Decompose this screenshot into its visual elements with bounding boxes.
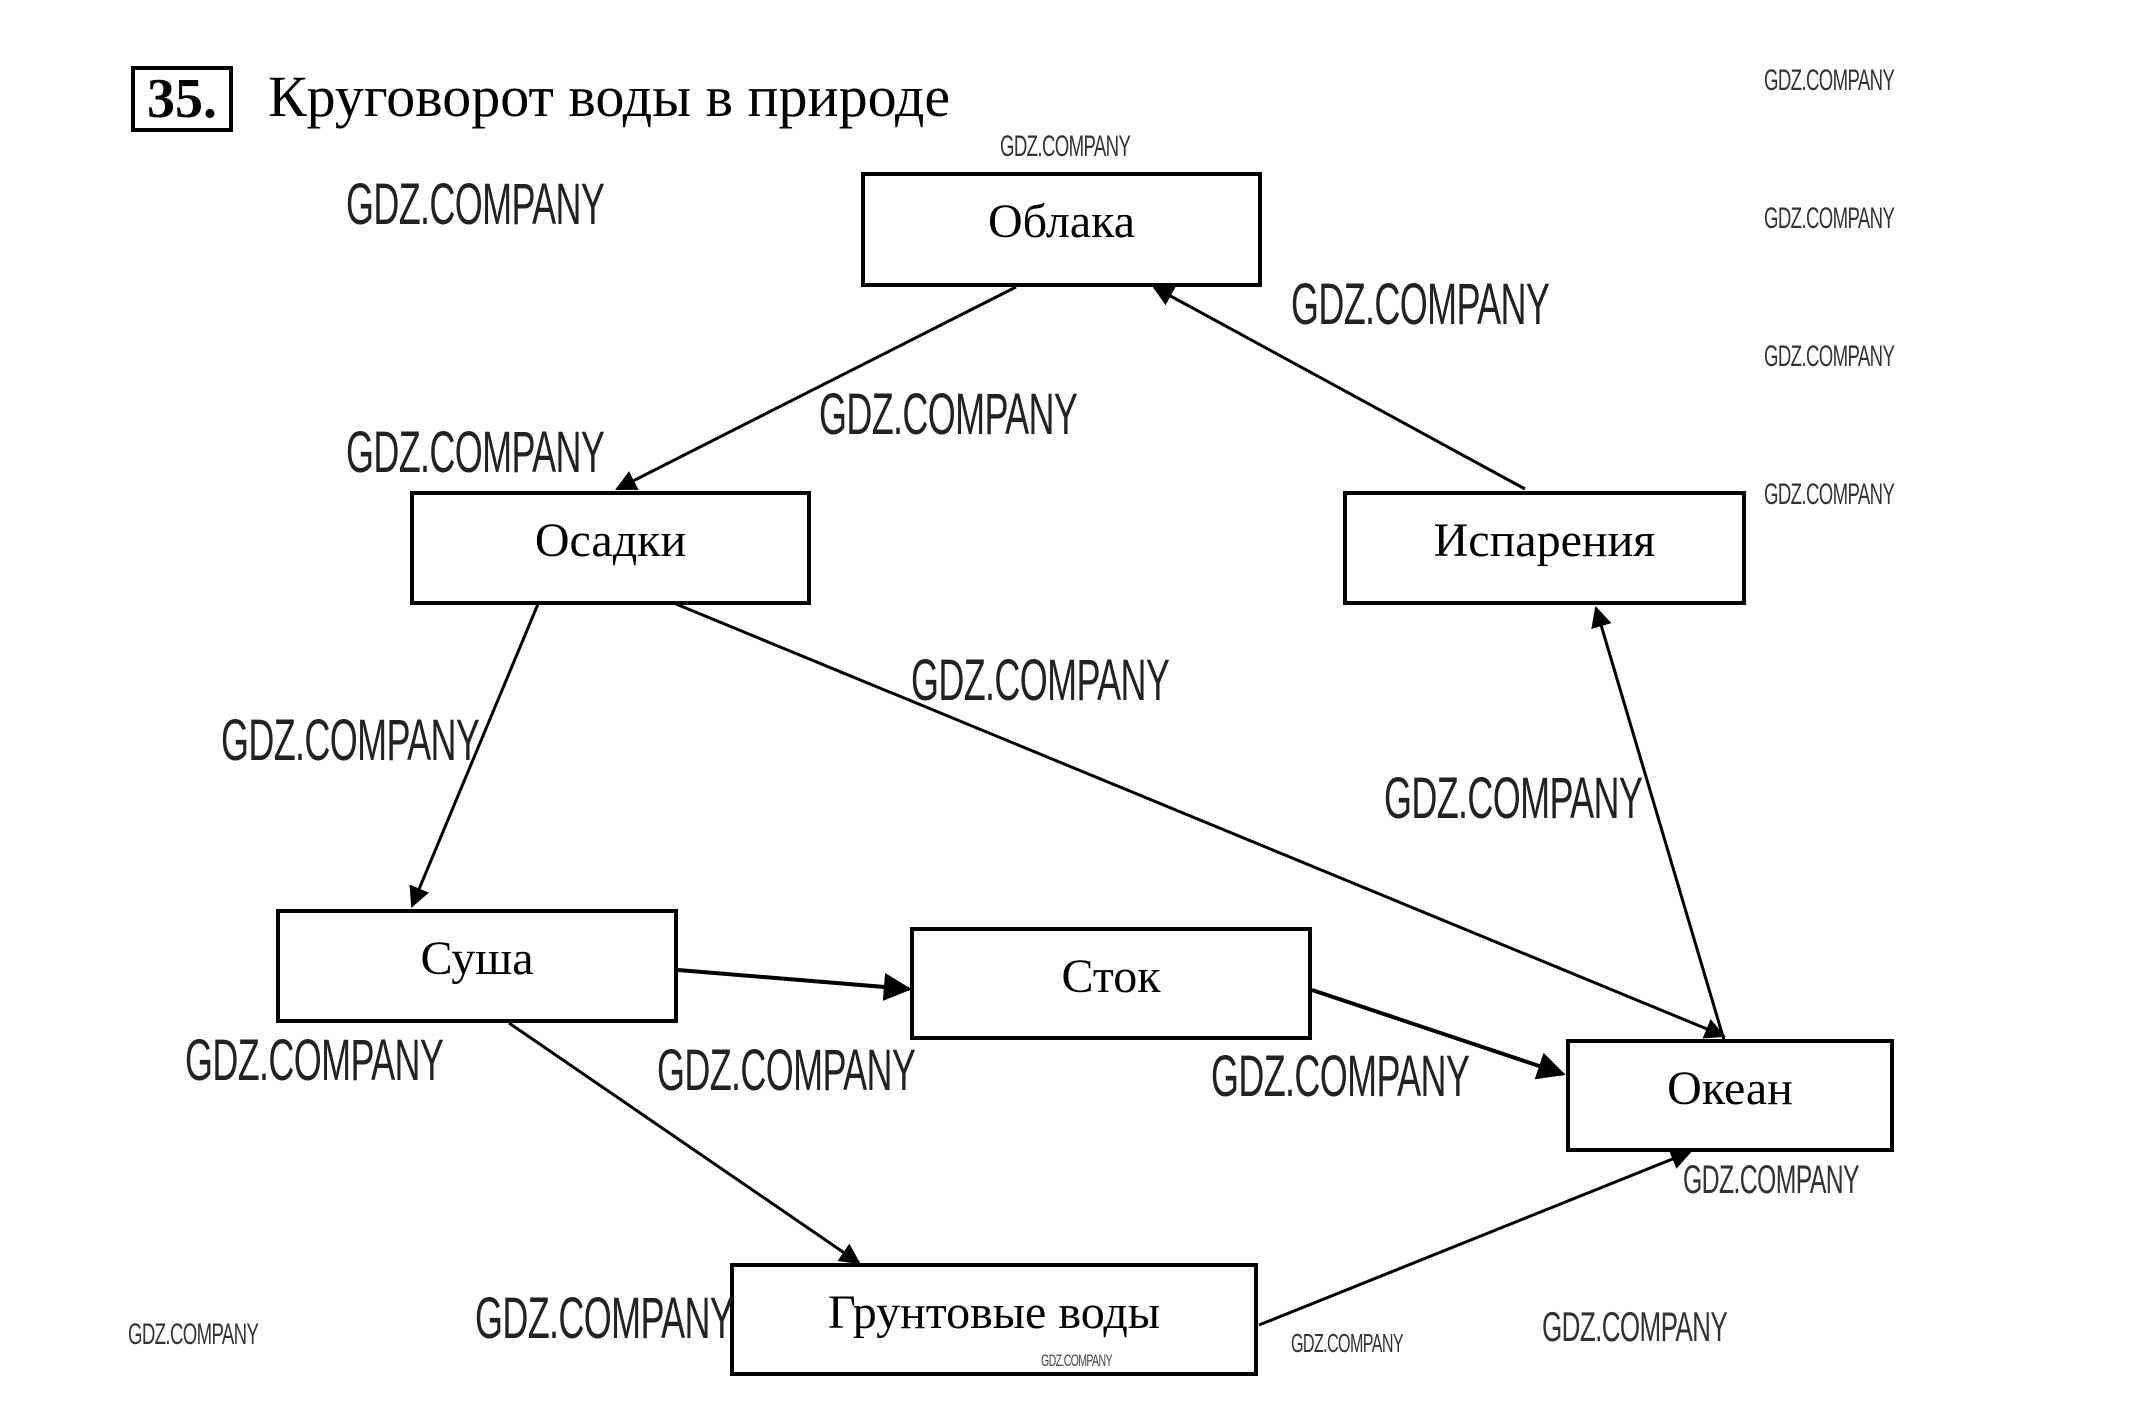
- watermark: GDZ.COMPANY: [1041, 1351, 1112, 1370]
- node-groundwater: Грунтовые воды: [730, 1263, 1258, 1376]
- watermark: GDZ.COMPANY: [1291, 272, 1550, 337]
- node-runoff: Сток: [910, 927, 1312, 1040]
- edge-clouds-precipitation: [615, 285, 1017, 491]
- edge-groundwater-ocean: [1258, 1149, 1692, 1327]
- node-label: Облака: [987, 195, 1136, 248]
- watermark: GDZ.COMPANY: [1764, 64, 1895, 97]
- edge-precipitation-land: [409, 603, 540, 908]
- watermark: GDZ.COMPANY: [657, 1038, 916, 1103]
- watermark: GDZ.COMPANY: [1764, 478, 1895, 511]
- watermark: GDZ.COMPANY: [819, 382, 1078, 447]
- node-label: Суша: [420, 932, 534, 985]
- node-label: Океан: [1667, 1062, 1793, 1115]
- node-clouds: Облака: [861, 172, 1262, 287]
- edge-land-groundwater: [508, 1021, 861, 1265]
- watermark: GDZ.COMPANY: [1542, 1303, 1728, 1350]
- node-label: Сток: [1061, 950, 1161, 1003]
- watermark: GDZ.COMPANY: [128, 1318, 259, 1351]
- diagram-title: Круговорот воды в природе: [268, 64, 951, 129]
- edge-land-runoff: [677, 968, 912, 1001]
- node-precipitation: Осадки: [410, 491, 811, 605]
- watermark: GDZ.COMPANY: [1384, 766, 1643, 831]
- watermark: GDZ.COMPANY: [1291, 1328, 1404, 1358]
- edge-evaporation-clouds: [1152, 285, 1526, 491]
- watermark: GDZ.COMPANY: [346, 420, 605, 485]
- watermark: GDZ.COMPANY: [185, 1028, 444, 1093]
- node-land: Суша: [276, 909, 678, 1023]
- watermark: GDZ.COMPANY: [475, 1286, 734, 1351]
- node-label: Осадки: [534, 514, 687, 567]
- watermark: GDZ.COMPANY: [1211, 1044, 1470, 1109]
- edge-precipitation-ocean: [675, 602, 1726, 1039]
- watermark: GDZ.COMPANY: [346, 172, 605, 237]
- watermark: GDZ.COMPANY: [221, 708, 480, 773]
- watermark: GDZ.COMPANY: [1000, 130, 1131, 163]
- watermark: GDZ.COMPANY: [1764, 202, 1895, 235]
- node-evaporation: Испарения: [1343, 491, 1746, 605]
- node-label: Испарения: [1433, 514, 1656, 567]
- exercise-number: 35.: [131, 66, 233, 132]
- watermark: GDZ.COMPANY: [1683, 1158, 1860, 1202]
- edge-runoff-ocean: [1311, 988, 1566, 1080]
- watermark: GDZ.COMPANY: [911, 648, 1170, 713]
- edge-ocean-evaporation: [1591, 605, 1726, 1041]
- watermark: GDZ.COMPANY: [1764, 340, 1895, 373]
- node-ocean: Океан: [1566, 1039, 1894, 1152]
- node-label: Грунтовые воды: [828, 1286, 1160, 1339]
